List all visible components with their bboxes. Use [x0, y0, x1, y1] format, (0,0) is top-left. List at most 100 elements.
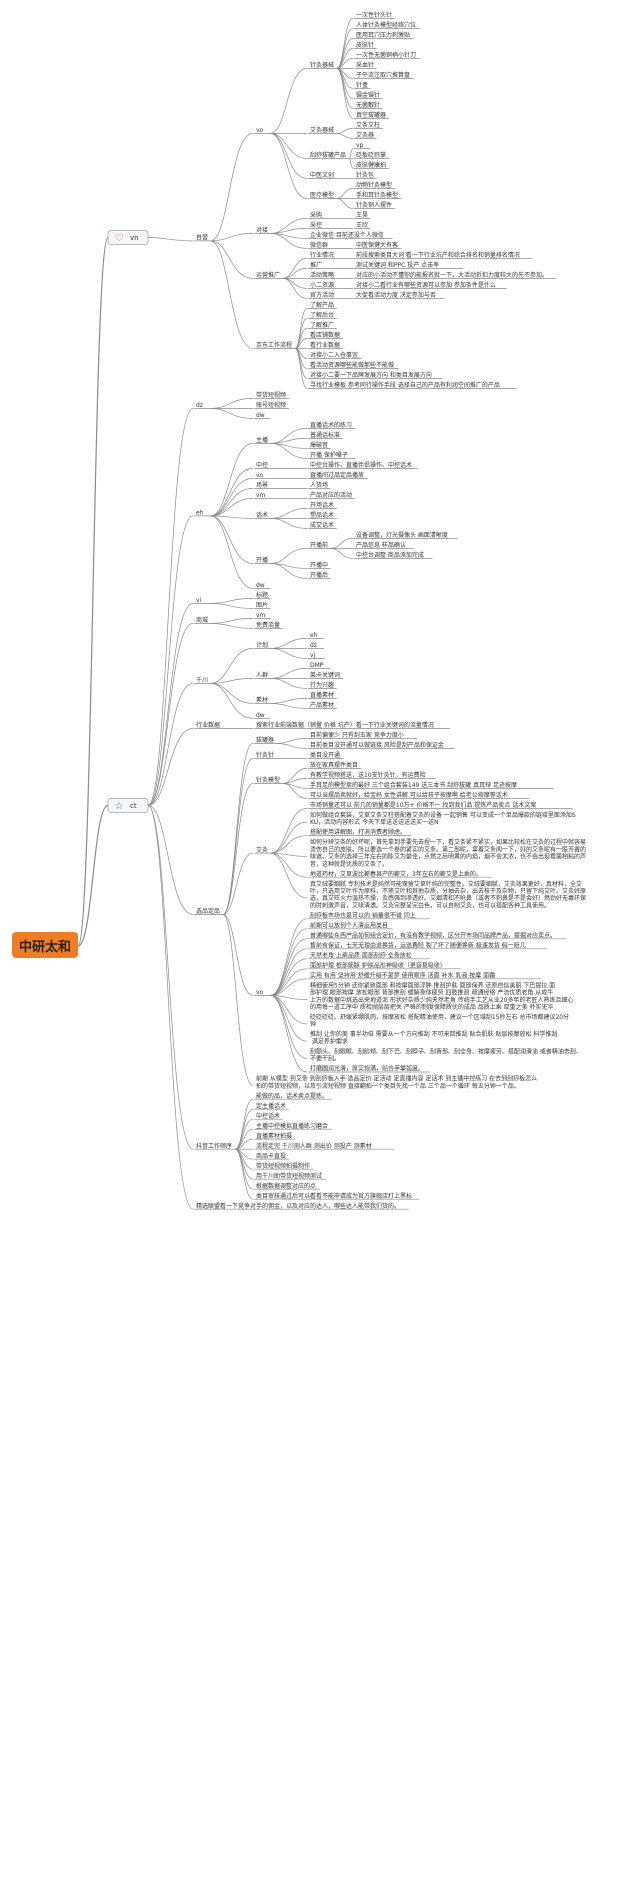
connector-line: [270, 978, 308, 996]
connector-line: [210, 498, 254, 517]
connector-line: [210, 598, 254, 604]
mindmap-node-label: 选品定品: [196, 907, 220, 915]
connector-line: [282, 278, 308, 289]
mindmap-node-label: eh: [196, 510, 204, 517]
connector-line: [270, 995, 308, 1042]
connector-line: [270, 703, 308, 709]
mindmap-node-label: 产品信息 样品确认: [356, 541, 406, 549]
mindmap-node-label: 商品卡直投: [256, 1152, 286, 1160]
mindmap-node-label: 看行业数据: [310, 341, 340, 349]
connector-line: [276, 743, 308, 749]
branch-node-0[interactable]: ♡vn: [107, 230, 149, 245]
connector-line: [270, 428, 308, 444]
mindmap-node-label: 人货场: [310, 481, 328, 489]
connector-line: [147, 515, 194, 806]
mindmap-node-label: dz: [196, 402, 203, 409]
mindmap-node-label: 运营推广: [256, 271, 280, 279]
mindmap-node-label: 推刮 让你的美 事半功倍 需要从一个方向推刮 不可来回推刮 贴合肌肤 贴层按摩放…: [310, 1030, 557, 1045]
mindmap-node-label: 真艾绒要细腻 专利技术是纯然可能保留艾草叶纯的完整性。艾绒要细腻，艾灸效果更好，…: [310, 880, 586, 910]
mindmap-node-label: 打磨圆润光滑，厚实饱满，贴合手掌弧度。: [310, 1065, 424, 1073]
connector-line: [270, 133, 308, 199]
mindmap-node-label: 市场销量还可以 前几的销量都是10万+ 价格不一 找到我们品 提炼产品卖点 话术…: [310, 801, 536, 809]
mindmap-node-label: DMP: [310, 662, 324, 669]
mindmap-node-label: 塑品话术: [310, 511, 334, 519]
mindmap-node-label: 活动策略: [310, 271, 334, 279]
connector-line: [336, 38, 354, 69]
connector-line: [147, 805, 194, 1150]
connector-line: [270, 233, 308, 249]
connector-line: [147, 683, 194, 806]
connector-line: [270, 948, 308, 996]
connector-line: [210, 240, 254, 349]
connector-line: [210, 233, 254, 242]
mindmap-node-label: 售前有保证，七天无理由退换货，运送费险 裂了坏了随便换新 极速发货 假一赔几: [310, 941, 526, 949]
mindmap-node-label: 动物针灸模型: [356, 181, 392, 189]
mindmap-node-label: 一次性针头针: [356, 11, 392, 19]
connector-line: [270, 821, 308, 854]
connector-line: [294, 348, 308, 389]
mindmap-node-label: 直播素材拍摄: [256, 1132, 292, 1140]
connector-line: [270, 852, 308, 899]
mindmap-node-label: 行为兴趣: [310, 681, 334, 689]
mindmap-node-label: 艾灸: [256, 846, 268, 854]
root-node-box: [12, 932, 78, 958]
connector-line: [235, 1108, 254, 1150]
branch-node-box: [107, 230, 149, 245]
connector-line: [336, 188, 354, 199]
mindmap-node-label: 前段搜索类目大词 看一下行业坑产和综合排名和销量排名情况: [356, 251, 520, 259]
mindmap-node-label: 人体针灸模型经络穴位: [356, 21, 416, 29]
connector-line: [270, 835, 308, 854]
mindmap-node-label: 话术: [256, 511, 268, 519]
mindmap-node-label: 莱卡关键词: [310, 671, 340, 679]
mindmap-node-label: 寻找行业模板 参考同行操作手段 选择自己的产品有利润空间推广的产品: [310, 381, 500, 389]
connector-line: [147, 805, 194, 1210]
connector-line: [295, 318, 308, 349]
connector-line: [270, 648, 308, 659]
mindmap-node-label: 测试关键词 和PPC 投产 点击率: [356, 261, 439, 269]
connector-line: [270, 518, 308, 529]
connector-line: [270, 678, 308, 689]
connector-line: [270, 918, 308, 996]
mindmap-node-label: 针灸针: [256, 751, 274, 759]
root-node[interactable]: 中研太和: [12, 932, 78, 958]
mindmap-node-label: 大促看活动力度 决定参加与否: [356, 291, 436, 299]
mindmap-node-label: dw: [256, 412, 265, 419]
connector-line: [330, 538, 354, 549]
mindmap-node-label: 定主播话术: [256, 1102, 286, 1110]
mindmap-node-label: 类目审核通过后可以看看不能申请成为官方旗舰店打上黑标: [256, 1192, 412, 1200]
mindmap-node-label: 普通哪些东西产品如何组合定价，有没有教学视频，区分开市场同品牌产品，提掘对应卖点…: [310, 931, 556, 939]
mindmap-node-label: 可以当摆品卖就好，给宝妈 女性讲解 可以给孩子按摩啊 给老公按摩等话术: [310, 791, 508, 799]
connector-line: [270, 852, 308, 878]
mindmap-node-label: 中医保健大有客: [356, 241, 398, 249]
mindmap-node-label: 微信群: [310, 241, 328, 249]
connector-line: [147, 805, 194, 915]
connector-line: [210, 133, 254, 242]
mindmap-node-label: 采血针: [356, 61, 374, 69]
connector-line: [270, 958, 308, 996]
connector-line: [282, 278, 308, 299]
mindmap-node-label: 素材: [256, 696, 268, 704]
mindmap-node-label: 子午流注取穴推算盘: [356, 71, 410, 79]
mindmap-node-label: vo: [256, 472, 264, 479]
mindmap-node-label: 千川: [196, 676, 208, 684]
mindmap-node-label: 对应的小活动不懂你的能报名就一下，大活动折扣力度较大的先不参加。: [356, 271, 548, 279]
mindmap-node-label: 无菌敷针: [356, 101, 380, 109]
mindmap-node-label: dw: [256, 582, 265, 589]
mindmap-node-label: 看活动资源哪些能做那些不能做: [310, 361, 394, 369]
mindmap-node-label: 医疗模型: [310, 191, 334, 199]
mindmap-node-label: 产品对应的活动: [310, 491, 352, 499]
mindmap-node-label: 带货短视频拍摄制作: [256, 1162, 310, 1170]
mindmap-node-label: 开播中: [310, 561, 328, 569]
connector-line: [336, 18, 354, 69]
branch-node-1[interactable]: ☆ct: [107, 798, 149, 813]
mindmap-node-label: 中控: [256, 461, 268, 469]
mindmap-node-label: 用千川助带货短视频测试: [256, 1172, 322, 1180]
mindmap-node-label: 对接: [256, 226, 268, 234]
connector-line: [210, 515, 254, 589]
connector-line: [210, 683, 254, 704]
root-node-label: 中研太和: [19, 939, 71, 955]
connector-line: [235, 1098, 254, 1150]
connector-line: [210, 488, 254, 517]
mindmap-node-label: 人群: [256, 671, 268, 679]
